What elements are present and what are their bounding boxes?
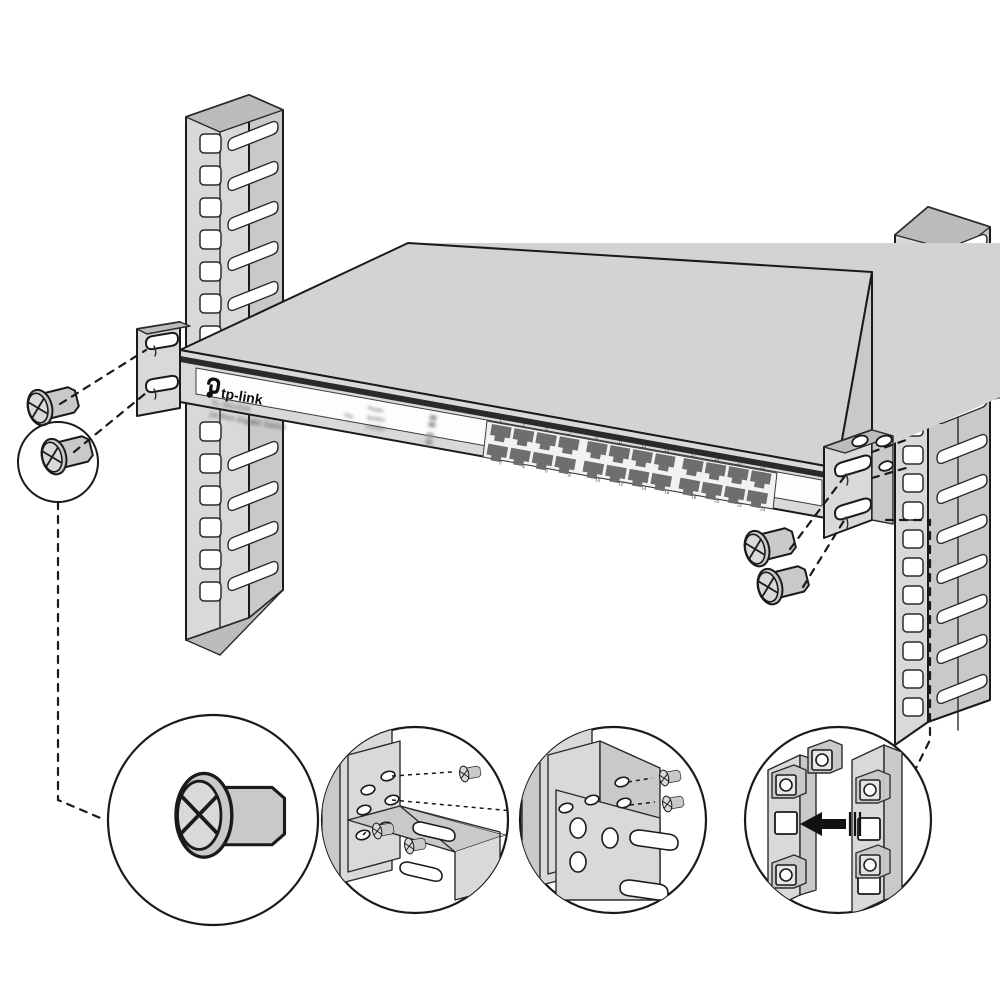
port-number-1: 1 (499, 418, 503, 423)
port-number-17: 17 (691, 452, 697, 458)
port-number-11: 11 (618, 439, 624, 445)
led-legend-1: System (366, 415, 386, 424)
port-20[interactable] (700, 481, 723, 501)
port-03[interactable] (512, 428, 535, 447)
port-16[interactable] (650, 472, 673, 492)
port-01[interactable] (489, 424, 512, 443)
port-number-4: 4 (522, 464, 526, 469)
screw-left-2 (40, 435, 94, 476)
callout-screw-detail (106, 713, 320, 927)
port-23[interactable] (749, 470, 772, 489)
port-number-9: 9 (595, 435, 599, 440)
detail-screw (372, 765, 482, 855)
port-number-23: 23 (760, 464, 766, 470)
callout-bracket-alternate-position (518, 725, 708, 915)
port-11[interactable] (608, 445, 631, 464)
port-13[interactable] (630, 449, 653, 468)
phillips-cross-slot-icon (179, 793, 220, 836)
port-number-5: 5 (545, 426, 549, 431)
port-24[interactable] (746, 489, 769, 509)
port-02[interactable] (486, 443, 509, 463)
port-number-16: 16 (664, 489, 670, 495)
port-number-6: 6 (545, 468, 549, 473)
port-number-19: 19 (714, 456, 720, 462)
port-05[interactable] (534, 432, 557, 451)
bracket-left-slot-1[interactable] (144, 331, 180, 351)
led-legend-0: Power (368, 406, 385, 415)
port-number-2: 2 (499, 460, 503, 465)
screw-left-1 (26, 386, 80, 427)
port-number-15: 15 (664, 447, 670, 453)
brand-logo: tp-link (206, 377, 264, 408)
port-number-13: 13 (641, 443, 647, 449)
port-14[interactable] (627, 468, 650, 488)
port-08[interactable] (554, 455, 577, 475)
port-22[interactable] (723, 485, 746, 505)
led-legend: Power System Link/Act Pwr (344, 406, 438, 446)
phillips-cross-icon (27, 397, 49, 419)
insertion-arrow-icon (800, 812, 862, 836)
tp-link-mark (206, 377, 221, 398)
detail-screw (659, 769, 685, 813)
port-number-14: 14 (641, 485, 647, 491)
cage-nut (771, 739, 891, 889)
port-number-12: 12 (618, 481, 624, 487)
screw-right-2 (756, 565, 810, 606)
bracket-left-slots (144, 331, 180, 400)
bracket-right-holes (851, 434, 894, 472)
mounting-bracket-right (823, 429, 894, 539)
rail-left-square-holes (199, 133, 222, 602)
port-09[interactable] (585, 441, 608, 460)
port-number-7: 7 (568, 430, 572, 435)
bracket-left-slot-2[interactable] (144, 374, 180, 394)
port-15[interactable] (653, 453, 676, 472)
port-group-1 (486, 424, 580, 475)
brand-name: tp-link (220, 385, 264, 408)
port-21[interactable] (726, 466, 749, 485)
port-number-22: 22 (737, 502, 743, 508)
mounting-bracket-left (136, 321, 191, 417)
port-number-18: 18 (691, 494, 697, 500)
port-number-20: 20 (714, 498, 720, 504)
port-17[interactable] (681, 458, 704, 477)
network-switch: tp-link TL-SG1024 24-Port Gigabit Switch… (176, 242, 1000, 521)
port-10[interactable] (582, 460, 605, 480)
port-06[interactable] (531, 451, 554, 471)
bracket-right-slots (833, 454, 873, 529)
led-indicators (425, 414, 438, 446)
led-legend-2: Link/Act (365, 424, 386, 433)
port-number-3: 3 (522, 422, 526, 427)
port-12[interactable] (604, 464, 627, 484)
port-group-3 (678, 458, 772, 509)
port-04[interactable] (508, 447, 531, 467)
bracket-right-slot-2[interactable] (833, 497, 873, 521)
port-07[interactable] (557, 436, 580, 455)
led-power-label: Pwr (344, 413, 354, 420)
port-number-8: 8 (568, 472, 572, 477)
port-group-2 (582, 441, 676, 492)
port-number-21: 21 (737, 460, 743, 466)
port-number-10: 10 (595, 477, 601, 483)
callout-cage-nut-insertion (743, 725, 933, 915)
port-number-24: 24 (760, 506, 766, 512)
port-19[interactable] (704, 462, 727, 481)
bracket-right-slot-1[interactable] (833, 454, 873, 478)
callout-bracket-to-chassis (320, 725, 510, 915)
port-18[interactable] (678, 477, 701, 497)
screw-right-1 (743, 527, 797, 568)
